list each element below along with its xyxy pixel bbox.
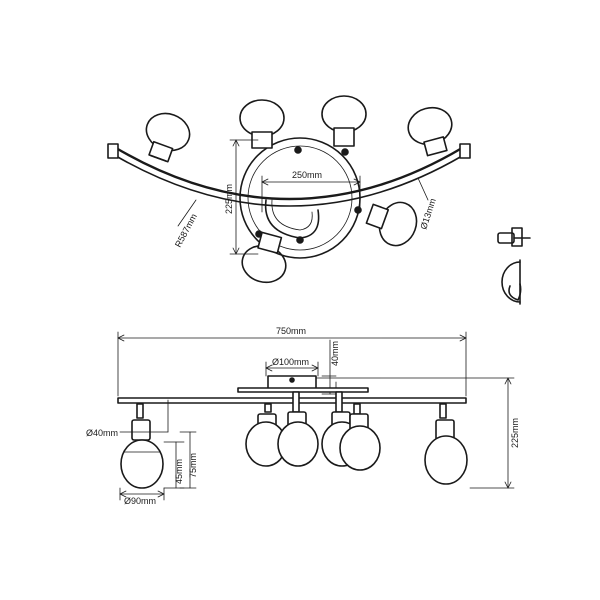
spot-lamp-3	[321, 95, 367, 147]
dimension-arc-radius	[177, 199, 197, 227]
front-lamp-3	[277, 391, 319, 467]
top-view: 250mm 225mm R587mm Ø13mm	[107, 95, 471, 284]
canopy-diameter-label: Ø100mm	[272, 357, 309, 367]
dimension-plate-height	[229, 139, 259, 255]
spot-lamp-4	[407, 106, 453, 157]
front-lamp-right	[424, 403, 468, 485]
dimension-total-width	[117, 331, 467, 397]
front-lamp-left	[120, 403, 164, 489]
shade-height-upper-label: 45mm	[174, 459, 184, 484]
inner-arm	[264, 199, 320, 239]
spot-lamp-2	[239, 99, 285, 149]
canopy-height-label: 40mm	[330, 341, 340, 366]
plate-diameter-label: 250mm	[292, 170, 322, 180]
dimension-shade-diameter	[119, 487, 165, 501]
shade-height-total-label: 75mm	[188, 453, 198, 478]
dimension-canopy-diameter	[265, 361, 319, 377]
dimension-plate-diameter	[261, 175, 361, 213]
dimension-canopy-height	[321, 339, 337, 395]
arc-radius-label: R587mm	[173, 212, 199, 249]
side-detail	[497, 227, 531, 305]
spot-lamp-6	[365, 201, 418, 247]
dimension-total-height	[315, 377, 515, 489]
lower-bar	[117, 397, 467, 404]
front-view: 750mm Ø100mm 40mm	[86, 326, 520, 506]
shade-diameter-label: Ø90mm	[124, 496, 156, 506]
dimension-shade-height-total	[179, 431, 197, 489]
total-height-label: 225mm	[510, 418, 520, 448]
spot-lamp-5	[241, 231, 287, 284]
total-width-label: 750mm	[276, 326, 306, 336]
curved-arm	[107, 143, 471, 207]
dimension-tube-diameter	[417, 177, 429, 201]
tube-diameter-label: Ø13mm	[418, 197, 437, 231]
upper-bar	[237, 381, 369, 393]
dimension-socket-diameter	[119, 399, 169, 433]
front-lamp-5	[339, 403, 381, 471]
canopy	[267, 375, 317, 391]
spot-lamp-1	[145, 112, 191, 163]
socket-diameter-label: Ø40mm	[86, 428, 118, 438]
front-lamp-2	[245, 403, 287, 467]
plate-height-label: 225mm	[224, 184, 234, 214]
